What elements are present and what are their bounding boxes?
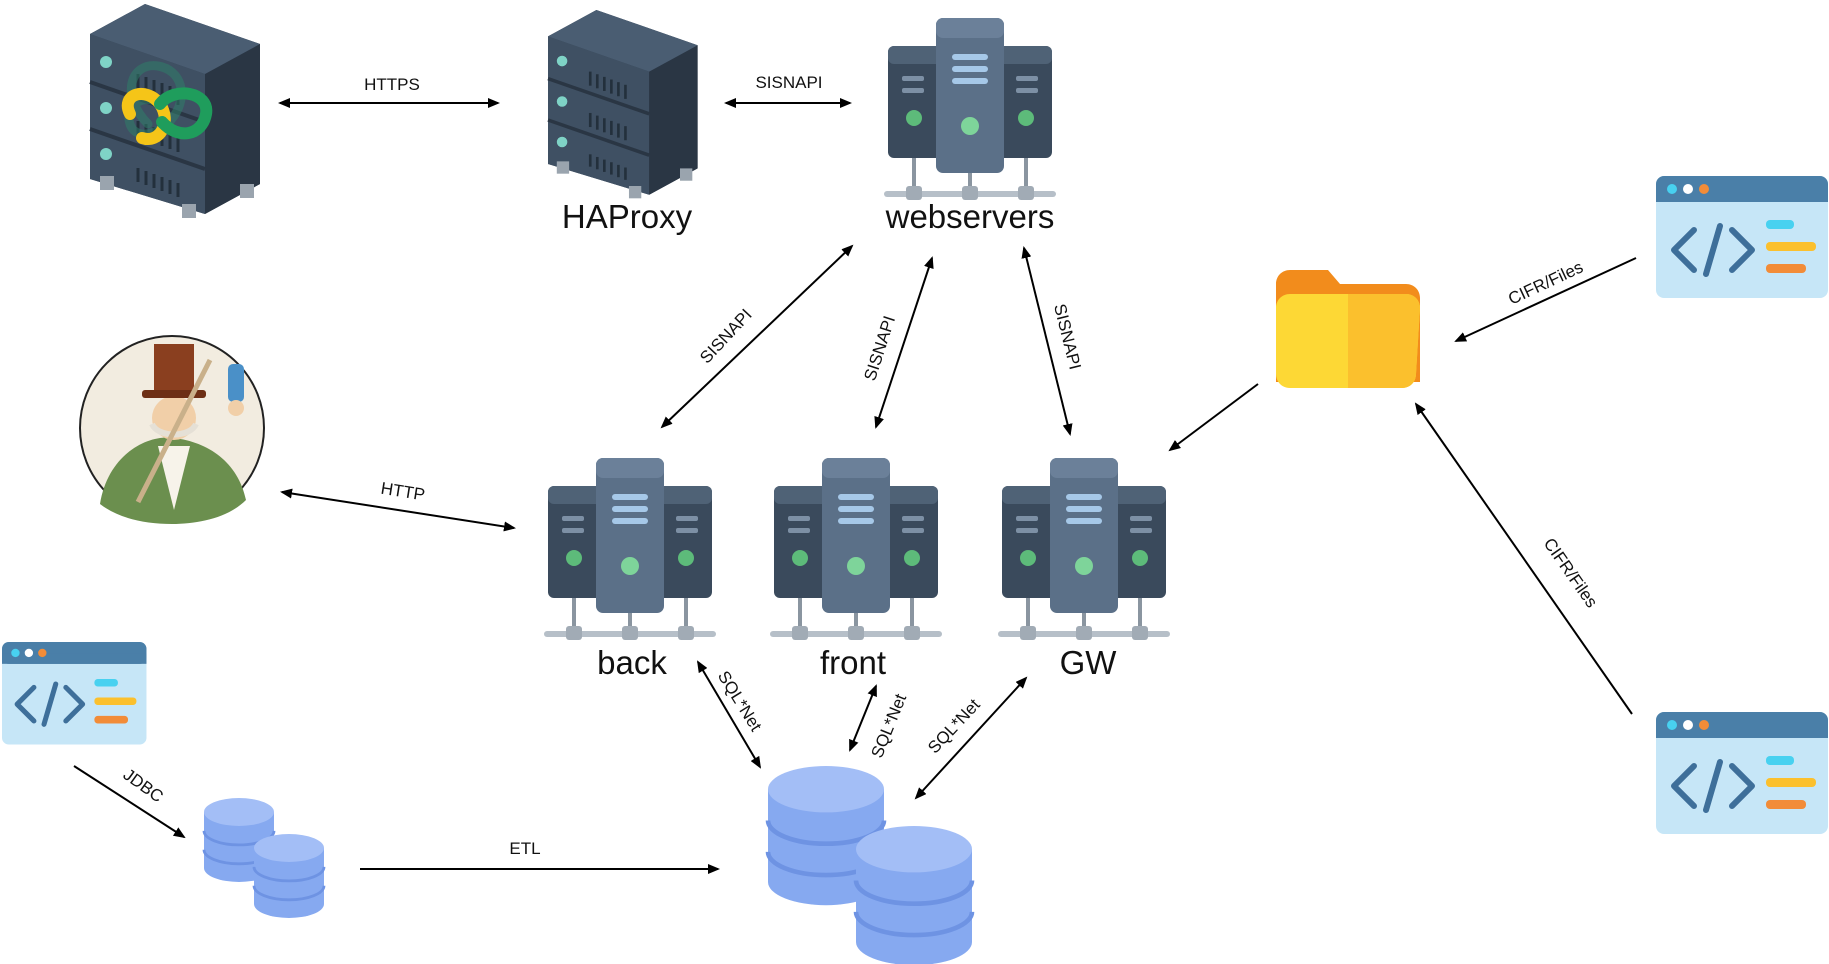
code-app-bottom-right-icon bbox=[1656, 712, 1828, 834]
label-http: HTTP bbox=[379, 479, 426, 505]
gw-cluster-icon bbox=[996, 456, 1172, 642]
edge-jdbc bbox=[73, 765, 186, 839]
main-database-icon bbox=[768, 766, 972, 964]
label-sqlnet-gw: SQL*Net bbox=[924, 695, 984, 757]
edge-sqlnet-back bbox=[696, 660, 762, 769]
label-sisnapi-back: SISNAPI bbox=[696, 305, 756, 367]
label-etl: ETL bbox=[509, 839, 540, 858]
label-sqlnet-front: SQL*Net bbox=[868, 691, 911, 761]
back-label: back bbox=[597, 644, 667, 681]
label-cifr-bottom: CIFR/Files bbox=[1540, 535, 1602, 612]
edges bbox=[73, 98, 1637, 874]
edge-sqlnet-gw bbox=[914, 676, 1028, 800]
mascot-portrait bbox=[79, 335, 265, 524]
code-app-left-icon bbox=[2, 642, 146, 744]
source-database-icon bbox=[202, 796, 326, 920]
edge-folder-gw bbox=[1168, 383, 1259, 452]
edge-cifr-bottom bbox=[1414, 402, 1633, 715]
label-sisnapi-top: SISNAPI bbox=[755, 73, 822, 92]
edge-sqlnet-front bbox=[849, 684, 877, 752]
edge-sisnapi-back bbox=[660, 244, 854, 429]
label-sisnapi-gw: SISNAPI bbox=[1050, 302, 1085, 372]
back-cluster-icon bbox=[542, 456, 718, 642]
haproxy-label: HAProxy bbox=[562, 198, 693, 235]
edge-cifr-top bbox=[1454, 257, 1637, 342]
siebel-server-icon bbox=[88, 2, 262, 220]
haproxy-server-icon bbox=[546, 8, 700, 201]
label-https: HTTPS bbox=[364, 75, 420, 94]
label-cifr-top: CIFR/Files bbox=[1505, 257, 1586, 308]
front-cluster-icon bbox=[768, 456, 944, 642]
edge-http bbox=[280, 488, 516, 532]
code-app-top-right-icon bbox=[1656, 176, 1828, 298]
webservers-label: webservers bbox=[885, 198, 1055, 235]
gw-label: GW bbox=[1060, 644, 1118, 681]
webservers-cluster-icon bbox=[882, 16, 1058, 202]
front-label: front bbox=[820, 644, 886, 681]
folder-icon bbox=[1276, 270, 1420, 388]
edge-sisnapi-front bbox=[874, 256, 934, 429]
edge-sisnapi-gw bbox=[1021, 246, 1073, 436]
